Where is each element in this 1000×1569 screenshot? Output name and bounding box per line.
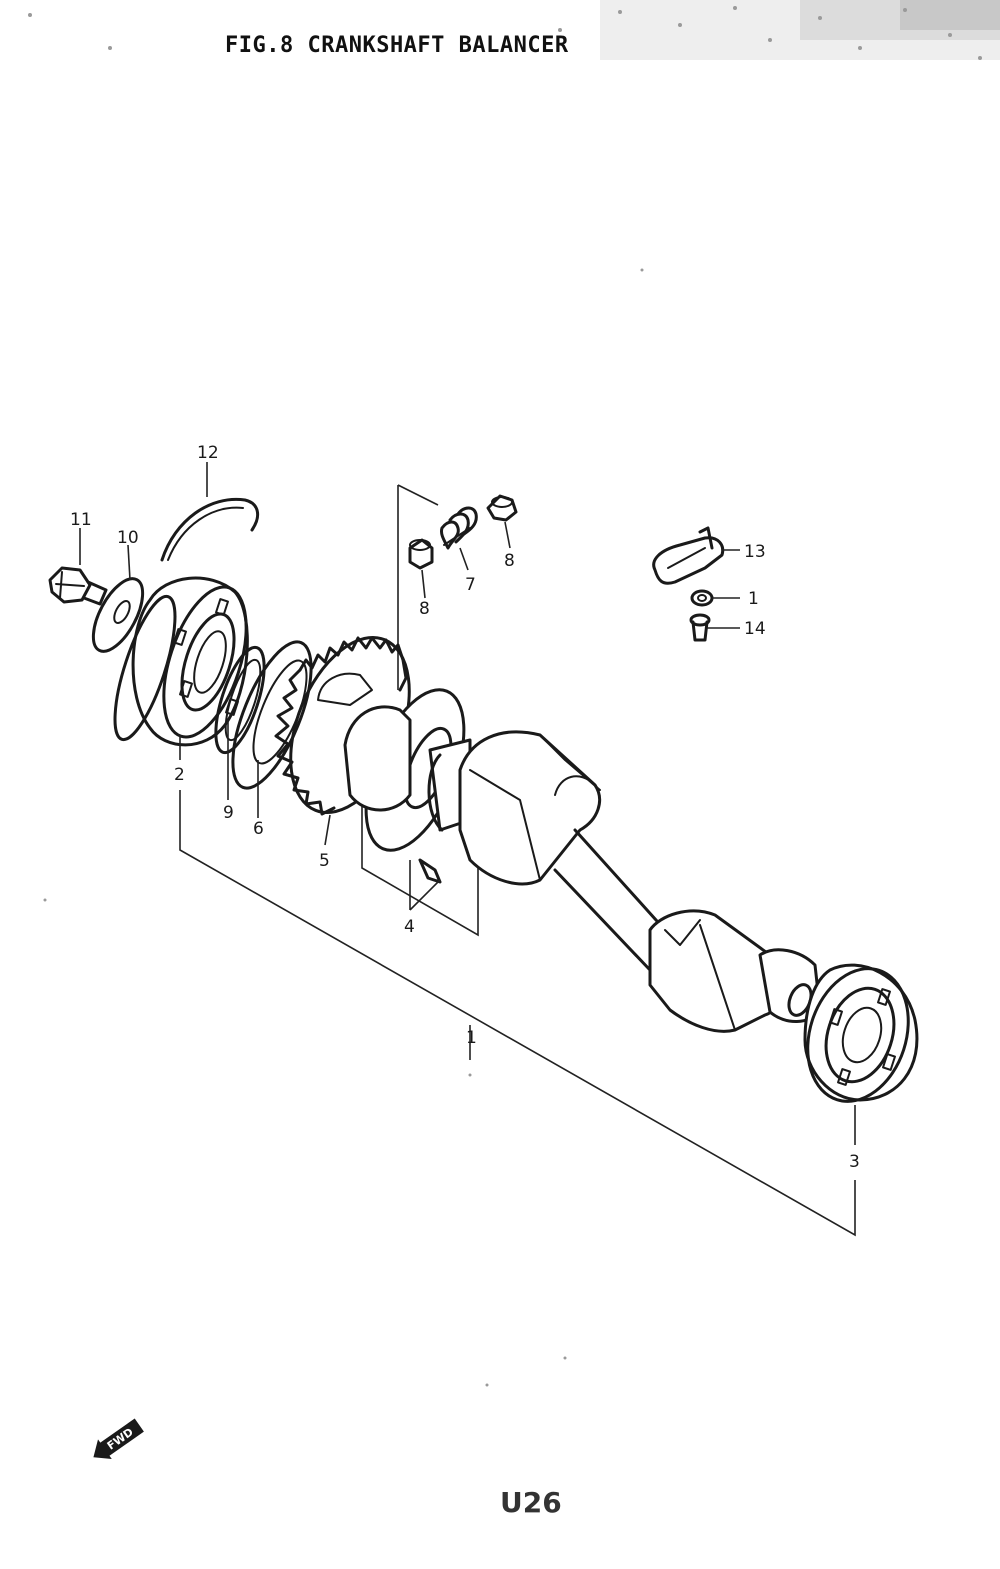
- figure-title: FIG.8 CRANKSHAFT BALANCER: [225, 33, 569, 58]
- callout-13: 13: [744, 542, 766, 562]
- callout-4: 4: [404, 917, 415, 937]
- bearing-3: [803, 963, 919, 1103]
- plug-8-right: [486, 494, 518, 522]
- washer-10: [91, 577, 145, 653]
- screw-14: [689, 613, 711, 642]
- spring-7: [440, 506, 478, 550]
- callout-2: 2: [174, 765, 185, 785]
- plate-13: [652, 526, 725, 585]
- callout-leaders: [79, 462, 856, 1145]
- washer-15: [690, 589, 714, 607]
- callout-14: 14: [744, 619, 766, 639]
- callout-5: 5: [319, 851, 330, 871]
- callout-1: 1: [466, 1028, 477, 1048]
- callout-12: 12: [197, 443, 219, 463]
- balancer-shaft-1: [343, 705, 822, 1033]
- bolt-11: [48, 566, 108, 606]
- assembly-frame: [179, 484, 856, 1237]
- callout-15: 1: [748, 589, 759, 609]
- forward-arrow-icon: FWD: [93, 1418, 144, 1460]
- callout-3: 3: [849, 1152, 860, 1172]
- bearing-2: [113, 576, 249, 747]
- plug-8-left: [408, 538, 434, 570]
- callout-8-left: 8: [419, 599, 430, 619]
- callout-6: 6: [253, 819, 264, 839]
- ring-9: [214, 645, 266, 755]
- callout-11: 11: [70, 510, 92, 530]
- callout-7: 7: [465, 575, 476, 595]
- callout-10: 10: [117, 528, 139, 548]
- callout-9: 9: [223, 803, 234, 823]
- scan-noise: [28, 0, 1000, 1387]
- clip-12: [160, 497, 260, 562]
- page-code: U26: [500, 1486, 562, 1519]
- callout-8-right: 8: [504, 551, 515, 571]
